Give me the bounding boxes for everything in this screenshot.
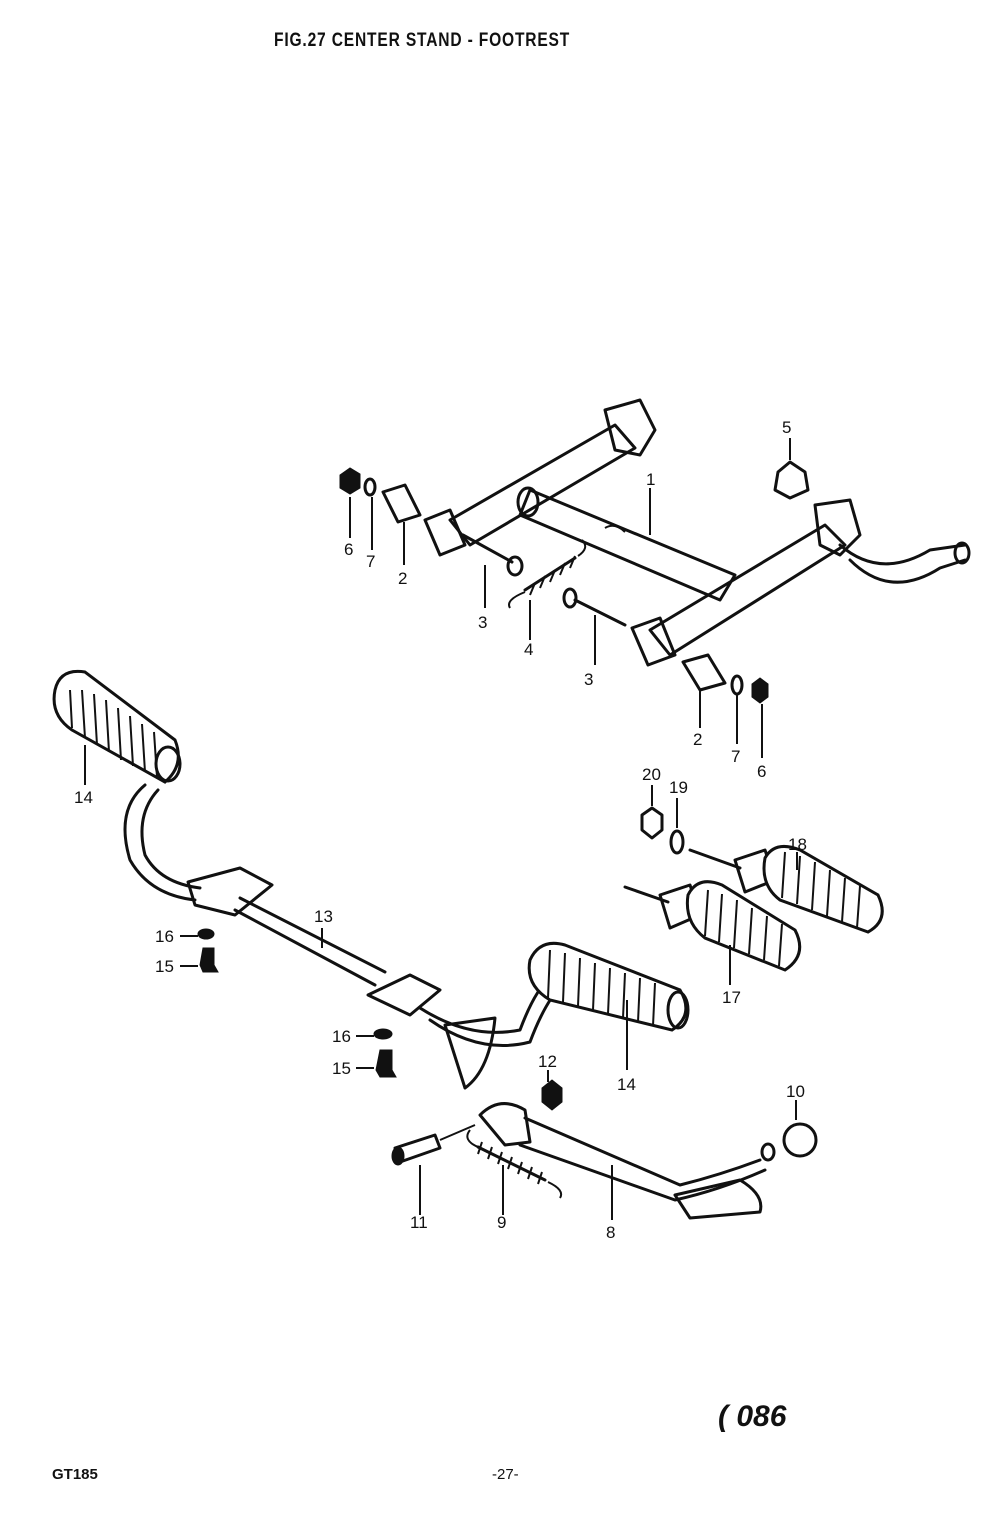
label-9: 9 [497,1213,506,1232]
center-stand [423,398,971,667]
washer-7-upper [363,477,377,497]
label-16-lower: 16 [332,1027,351,1046]
label-15-lower: 15 [332,1059,351,1078]
label-7-upper: 7 [366,552,375,571]
label-3-upper: 3 [478,613,487,632]
model-code: GT185 [52,1466,98,1483]
rubber-5 [773,460,810,500]
label-14-left: 14 [74,788,93,807]
nut-20 [640,806,664,840]
label-1: 1 [646,470,655,489]
label-11: 11 [410,1213,428,1232]
bolt-15-upper [199,947,219,973]
footrest-bar [52,669,690,1090]
label-20: 20 [642,765,661,784]
bolt-3-upper [461,533,514,564]
bolt-3-lower [573,598,627,627]
washer-16-upper [197,928,215,940]
label-19: 19 [669,778,688,797]
nut-6-lower [751,677,769,704]
label-6-upper: 6 [344,540,353,559]
label-14-right: 14 [617,1075,636,1094]
grip-14-left [52,669,180,784]
footrest-18 [688,844,884,934]
label-4: 4 [524,640,533,659]
footrest-17 [623,880,802,972]
reference-number: ( 086 [718,1400,787,1433]
label-13: 13 [314,907,333,926]
grip-14-right [527,941,688,1032]
label-18: 18 [788,835,807,854]
nut-12 [541,1079,563,1111]
label-3-lower: 3 [584,670,593,689]
collar-2-lower [681,653,727,692]
label-5: 5 [782,418,791,437]
collar-2-upper [381,483,422,524]
washer-7-lower [730,674,744,696]
label-16-upper: 16 [155,927,174,946]
spring-4 [523,556,577,592]
washer-19 [669,829,685,855]
washer-16-lower [373,1028,393,1040]
page-number: -27- [492,1466,519,1483]
label-10: 10 [786,1082,805,1101]
label-8: 8 [606,1223,615,1242]
label-2-upper: 2 [398,569,407,588]
label-15-upper: 15 [155,957,174,976]
label-7-lower: 7 [731,747,740,766]
figure-title: FIG.27 CENTER STAND - FOOTREST [274,30,571,51]
side-stand-8 [478,1102,776,1220]
rubber-10 [782,1122,818,1158]
label-2-lower: 2 [693,730,702,749]
nut-6-upper [339,467,361,495]
label-12: 12 [538,1052,557,1071]
spring-9 [466,1129,563,1199]
label-17: 17 [722,988,741,1007]
label-6-lower: 6 [757,762,766,781]
bolt-15-lower [375,1049,397,1078]
